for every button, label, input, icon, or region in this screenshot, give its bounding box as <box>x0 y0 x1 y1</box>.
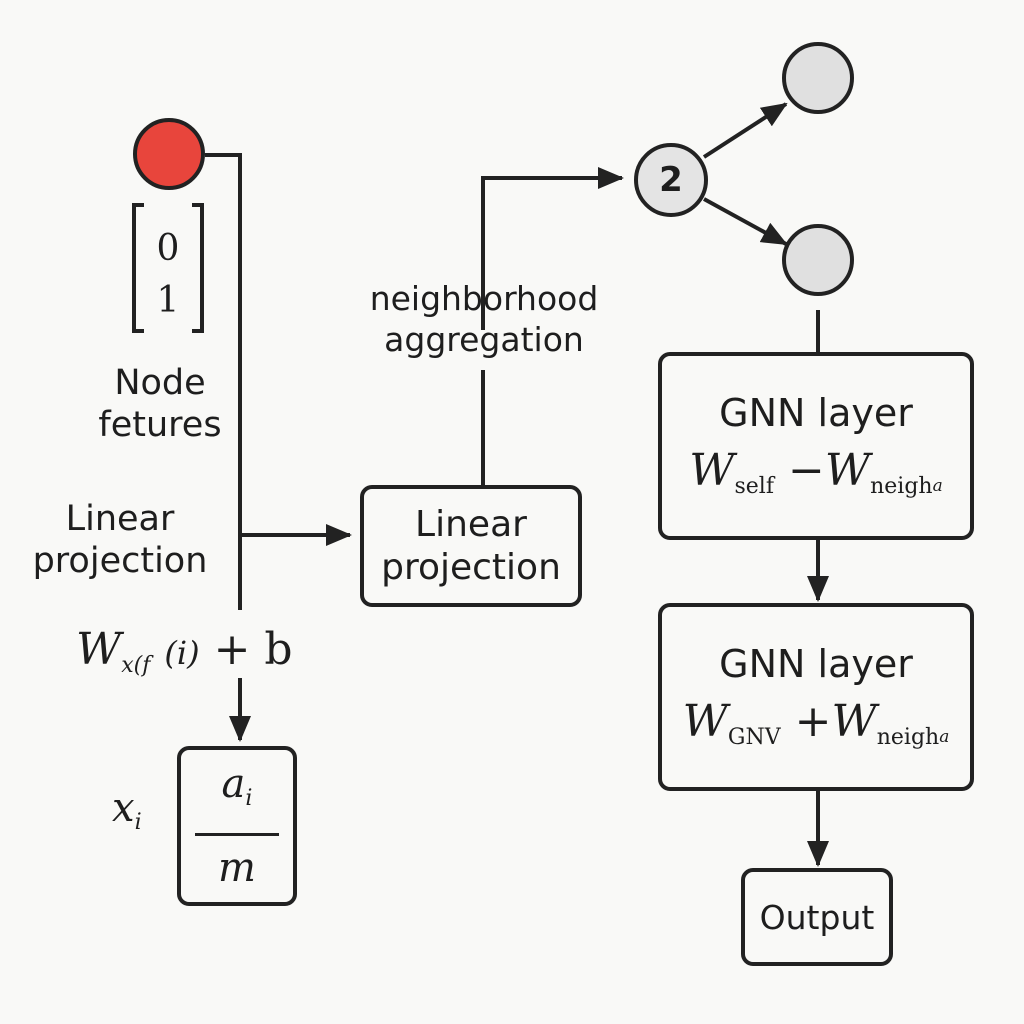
formula-argument: (i) <box>164 634 200 672</box>
neighborhood-aggregation-label: neighborhood aggregation <box>369 279 599 360</box>
edge-to-neighbor-bottom <box>703 197 788 246</box>
fraction-numerator: ai <box>221 761 253 811</box>
gnn-layer-2-formula: WGNV +Wneigha <box>682 695 950 750</box>
center-node: 2 <box>634 143 708 217</box>
output-label: Output <box>759 897 875 937</box>
output-box: Output <box>741 868 893 966</box>
gnn-layer-2-box: GNN layer WGNV +Wneigha <box>658 603 974 791</box>
projection-formula: Wx(f (i) + b <box>72 624 297 679</box>
linear-projection-label: Linear projection <box>32 499 208 581</box>
formula-bias: + b <box>213 624 293 675</box>
input-node-wire <box>205 153 242 610</box>
neighbor-node-top <box>782 42 854 114</box>
gnn-layer-1-box: GNN layer Wself −Wneigha <box>658 352 974 540</box>
normalized-box: ai m <box>177 746 297 906</box>
gnn-layer-1-title: GNN layer <box>719 391 913 436</box>
neighbor-node-bottom <box>782 224 854 296</box>
feature-value: 0 <box>156 228 180 269</box>
fraction-bar <box>195 833 279 836</box>
linear-projection-box: Linear projection <box>360 485 582 607</box>
node-features-label: Node fetures <box>98 363 222 445</box>
left-bracket <box>132 203 144 333</box>
feature-value: 1 <box>156 280 180 321</box>
gnn-layer-2-title: GNN layer <box>719 642 913 687</box>
fraction-denominator: m <box>218 845 256 891</box>
edge-to-neighbor-top <box>702 102 788 159</box>
linear-projection-box-label: Linear projection <box>381 503 561 588</box>
arrow-to-center-node <box>481 167 624 330</box>
input-node <box>133 118 205 190</box>
formula-w: W <box>76 624 122 675</box>
x-symbol: x <box>112 785 135 831</box>
normalized-variable: xi <box>112 784 142 836</box>
formula-subscript: x(f <box>121 653 151 678</box>
x-subscript: i <box>134 810 142 835</box>
gnn-layer-1-formula: Wself −Wneigha <box>689 444 943 499</box>
feature-vector: 0 1 <box>132 203 204 335</box>
right-bracket <box>192 203 204 333</box>
center-node-label: 2 <box>659 160 683 200</box>
